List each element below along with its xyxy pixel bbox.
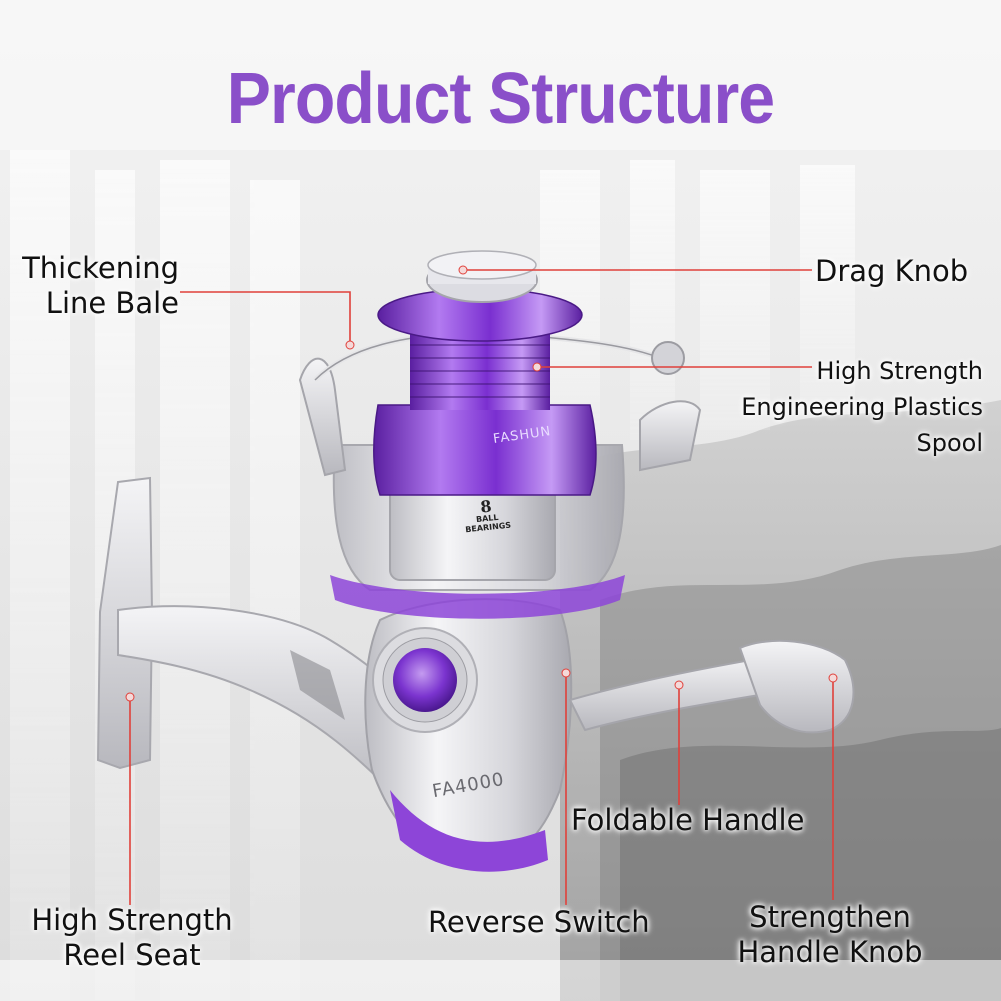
label-handle-knob: Strengthen Handle Knob	[720, 900, 940, 970]
label-spool-line1: High Strength	[816, 357, 983, 385]
label-reel-seat: High Strength Reel Seat	[22, 903, 242, 973]
label-line-bale-line1: Thickening	[22, 251, 179, 285]
label-reel-seat-line2: Reel Seat	[63, 937, 201, 972]
page-title: Product Structure	[226, 59, 775, 139]
label-handle-knob-line1: Strengthen	[749, 900, 911, 934]
label-foldable-handle: Foldable Handle	[571, 803, 805, 837]
label-drag-knob: Drag Knob	[815, 254, 969, 288]
label-spool-line3: Spool	[916, 429, 983, 457]
label-handle-knob-line2: Handle Knob	[737, 934, 923, 969]
label-spool-line2: Engineering Plastics	[741, 393, 983, 421]
label-reel-seat-line1: High Strength	[31, 903, 233, 937]
label-line-bale: Thickening Line Bale	[22, 251, 179, 321]
leader-line-bale	[180, 291, 351, 345]
label-line-bale-line2: Line Bale	[45, 285, 179, 320]
label-spool: High Strength Engineering Plastics Spool	[741, 353, 983, 461]
label-reverse-switch: Reverse Switch	[428, 905, 650, 939]
